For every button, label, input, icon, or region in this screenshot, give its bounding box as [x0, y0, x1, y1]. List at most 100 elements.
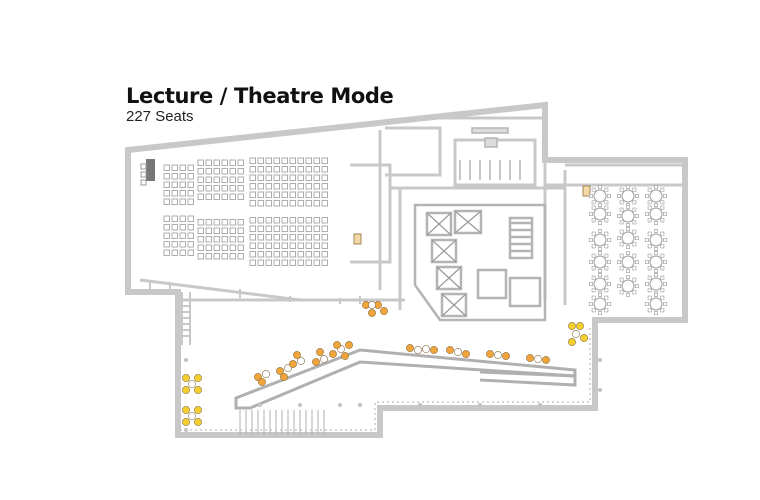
- podium-icon: [353, 233, 362, 245]
- seat: [321, 225, 328, 232]
- seat: [213, 227, 220, 234]
- round-table: [617, 185, 639, 207]
- seat: [249, 166, 256, 173]
- seat: [163, 181, 170, 188]
- seat: [171, 249, 178, 256]
- seat: [187, 241, 194, 248]
- seat: [257, 234, 264, 241]
- seat: [171, 224, 178, 231]
- seat: [249, 225, 256, 232]
- seat: [213, 244, 220, 251]
- seat: [305, 259, 312, 266]
- lounge-chair: [194, 374, 202, 382]
- seat: [187, 173, 194, 180]
- round-table: [617, 275, 639, 297]
- lounge-chair: [258, 378, 266, 386]
- seat: [321, 183, 328, 190]
- seat: [257, 242, 264, 249]
- seat: [213, 253, 220, 260]
- seat: [297, 166, 304, 173]
- lounge-chair: [486, 350, 494, 358]
- round-table: [589, 293, 611, 315]
- round-table: [589, 229, 611, 251]
- lounge-chair: [406, 344, 414, 352]
- seat: [257, 251, 264, 258]
- seat: [313, 174, 320, 181]
- lounge-chair: [380, 307, 388, 315]
- seat: [229, 236, 236, 243]
- seat: [289, 242, 296, 249]
- seat: [229, 244, 236, 251]
- seat: [229, 185, 236, 192]
- round-table: [645, 273, 667, 295]
- seat-block-right: [249, 157, 328, 266]
- seat: [171, 164, 178, 171]
- seat: [187, 215, 194, 222]
- lounge-chair: [462, 350, 470, 358]
- seat: [265, 259, 272, 266]
- seat: [273, 191, 280, 198]
- lounge-chair: [368, 301, 376, 309]
- seat: [179, 164, 186, 171]
- seat: [257, 174, 264, 181]
- seat: [281, 242, 288, 249]
- seat: [249, 251, 256, 258]
- building-core: [413, 203, 547, 322]
- lounge-chair: [312, 358, 320, 366]
- seat: [237, 219, 244, 226]
- lounge-chair: [293, 351, 301, 359]
- seat: [281, 251, 288, 258]
- lounge-chair: [297, 357, 305, 365]
- seat: [163, 249, 170, 256]
- seat: [179, 190, 186, 197]
- seat: [265, 225, 272, 232]
- seat: [281, 183, 288, 190]
- seat: [237, 236, 244, 243]
- seat: [313, 200, 320, 207]
- seat: [197, 253, 204, 260]
- seat: [197, 176, 204, 183]
- seat: [197, 236, 204, 243]
- seat: [221, 168, 228, 175]
- seat: [305, 251, 312, 258]
- seat: [281, 259, 288, 266]
- seat: [163, 173, 170, 180]
- seat: [281, 225, 288, 232]
- seat: [289, 183, 296, 190]
- seat: [297, 183, 304, 190]
- seat: [297, 251, 304, 258]
- seat: [249, 200, 256, 207]
- seat: [229, 219, 236, 226]
- seat: [213, 176, 220, 183]
- seat: [265, 183, 272, 190]
- seat: [305, 234, 312, 241]
- lounge-chair: [580, 334, 588, 342]
- terrace-railing: [180, 325, 591, 431]
- seat: [237, 185, 244, 192]
- round-table: [589, 251, 611, 273]
- seat: [289, 217, 296, 224]
- seat: [265, 217, 272, 224]
- lounge-chair: [329, 350, 337, 358]
- seat: [313, 183, 320, 190]
- seat: [281, 234, 288, 241]
- seat: [205, 176, 212, 183]
- seat: [281, 174, 288, 181]
- seat: [313, 166, 320, 173]
- seat: [305, 166, 312, 173]
- round-table: [617, 251, 639, 273]
- terrace-steps: [239, 410, 325, 435]
- seat: [257, 191, 264, 198]
- seat: [205, 185, 212, 192]
- seat: [297, 217, 304, 224]
- seat: [297, 191, 304, 198]
- lounge-chair: [568, 322, 576, 330]
- lounge-chair: [320, 355, 328, 363]
- seat: [213, 168, 220, 175]
- seat: [257, 225, 264, 232]
- seat: [237, 193, 244, 200]
- seat: [249, 183, 256, 190]
- seat: [281, 166, 288, 173]
